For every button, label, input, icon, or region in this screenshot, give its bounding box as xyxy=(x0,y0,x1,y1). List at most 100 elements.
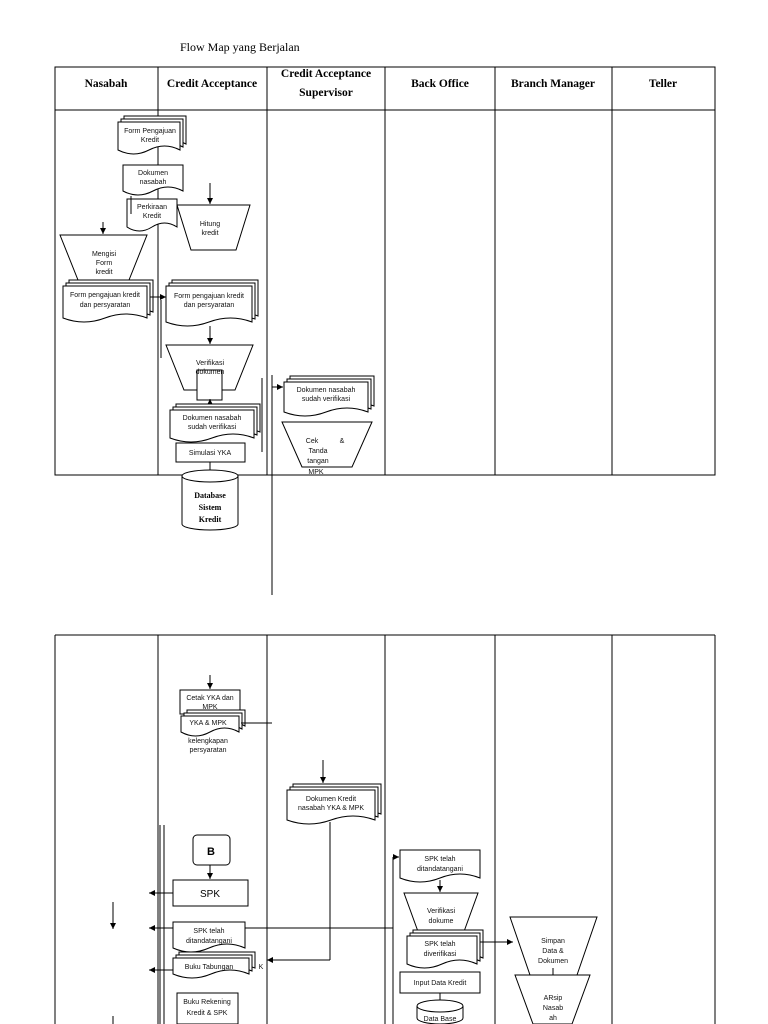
label-line: SPK telah xyxy=(424,941,455,948)
label-line: Kredit xyxy=(143,213,161,220)
label-line: tangan xyxy=(307,458,329,465)
lane-header-credit-acceptance: Credit Acceptance xyxy=(167,78,257,90)
hitung-kredit-manual-op: Hitung kredit xyxy=(176,204,251,251)
document-shape xyxy=(62,285,148,323)
document-shape xyxy=(283,381,369,417)
simulasi-yka-process: Simulasi YKA xyxy=(175,442,246,463)
label-line: SPK telah xyxy=(193,928,224,935)
document-shape xyxy=(172,921,246,953)
label-line: & xyxy=(340,438,345,445)
label-line: nasabah xyxy=(140,179,167,186)
label-line: Buku Rekening xyxy=(183,999,231,1006)
document-shape xyxy=(169,409,255,443)
label-line: diverifikasi xyxy=(424,951,457,958)
shape-label: B xyxy=(207,846,215,858)
label-line: kelengkapan xyxy=(188,738,228,745)
label-line: sudah verifikasi xyxy=(188,424,237,431)
spk-diverifikasi-doc: SPK telah diverifikasi xyxy=(406,929,484,969)
dokumen-nasabah-doc: Dokumen nasabah xyxy=(122,164,184,196)
shape-label: Hitung kredit xyxy=(200,221,220,237)
shape-label: K xyxy=(259,964,264,971)
swimlane-table-2 xyxy=(54,634,716,1024)
document-shape xyxy=(126,198,178,232)
connector-shape xyxy=(192,834,231,866)
label-line: Cetak YKA dan xyxy=(186,695,233,702)
verifikasi-dokumen-manual-op: Verifikasi dokumen xyxy=(165,344,254,401)
page-title: Flow Map yang Berjalan xyxy=(180,40,300,54)
label-line: Nasab xyxy=(543,1005,563,1012)
document-shape xyxy=(117,121,181,155)
document-shape xyxy=(122,164,184,196)
lane-header-nasabah: Nasabah xyxy=(85,78,128,90)
label-line: Perkiraan xyxy=(137,204,167,211)
spk-process: SPK xyxy=(172,879,249,907)
shape-label: Verifikasi dokumen xyxy=(196,360,225,376)
label-line: Mengisi xyxy=(92,251,117,258)
label-line: Tanda xyxy=(308,448,327,455)
input-data-kredit-process: Input Data Kredit xyxy=(399,971,481,994)
label-line: Form Pengajuan xyxy=(124,128,176,135)
manual-operation-shape xyxy=(176,204,251,251)
database-back-office: Data Base xyxy=(416,999,464,1024)
label-line: Kredit xyxy=(141,137,159,144)
label-line: SPK telah xyxy=(424,856,455,863)
shape-label: SPK xyxy=(200,889,220,900)
manual-operation-shape xyxy=(509,916,598,976)
offpage-connector-b: B xyxy=(192,834,231,866)
label-line: MPK xyxy=(308,469,324,476)
label-line: Credit Acceptance xyxy=(281,68,371,80)
yka-mpk-doc: YKA & MPK xyxy=(180,709,246,737)
label-line: ah xyxy=(549,1015,557,1022)
database-top xyxy=(181,469,239,483)
label-line: Verifikasi xyxy=(427,908,455,915)
shape-label: Input Data Kredit xyxy=(414,980,467,987)
label-line: Kredit & SPK xyxy=(187,1010,228,1017)
label-line: kredit xyxy=(201,230,218,237)
label-line: Form pengajuan kredit xyxy=(174,293,244,300)
label-line: dokumen xyxy=(196,369,225,376)
label-line: Dokumen xyxy=(138,170,168,177)
shape-label: YKA & MPK xyxy=(189,720,227,727)
label-line: sudah verifikasi xyxy=(302,396,351,403)
database-shape xyxy=(181,476,239,531)
label-line: Hitung xyxy=(200,221,220,228)
manual-operation-shape xyxy=(514,974,591,1024)
document-shape xyxy=(399,849,481,883)
label-line: Dokumen xyxy=(538,958,568,965)
shape-label: SPK telah diverifikasi xyxy=(424,941,457,958)
document-shape xyxy=(180,715,240,737)
label-line: Form xyxy=(96,260,113,267)
lane-header-teller: Teller xyxy=(649,78,677,90)
label-line: Verifikasi xyxy=(196,360,224,367)
label-line: ARsip xyxy=(544,995,563,1002)
document-shape xyxy=(165,285,253,327)
label-line: Supervisor xyxy=(299,87,353,99)
process-box xyxy=(176,992,239,1024)
